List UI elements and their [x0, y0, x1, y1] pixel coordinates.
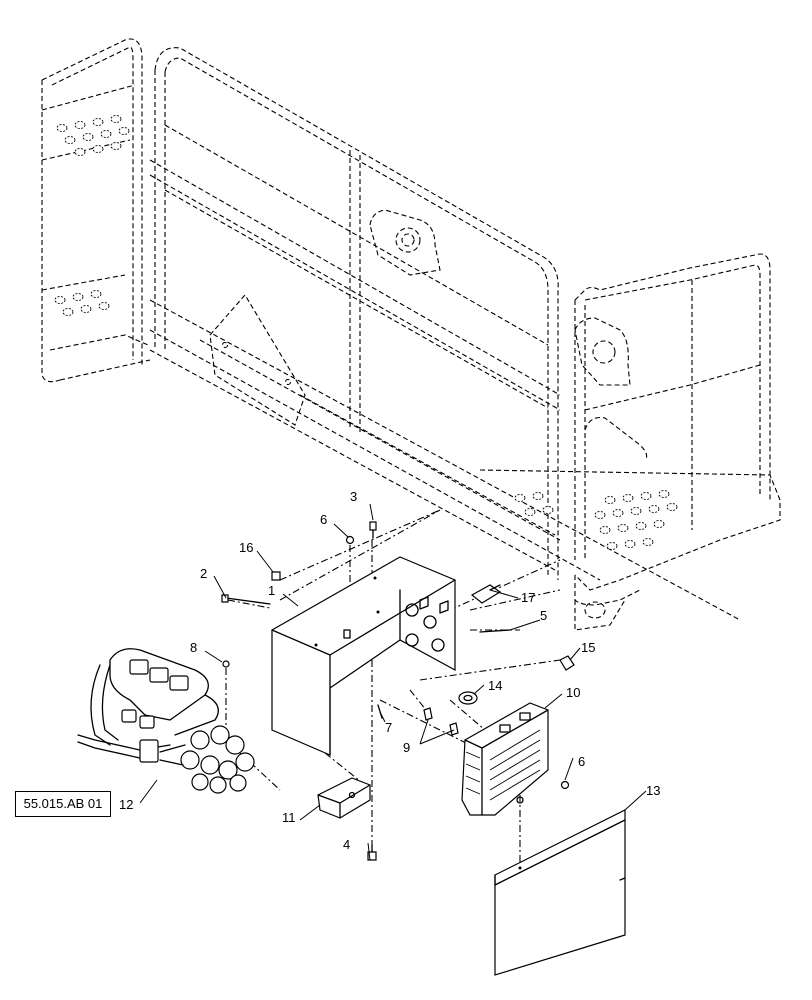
part-13-cover	[494, 809, 626, 976]
callout-7: 7	[385, 720, 392, 735]
callout-5: 5	[540, 608, 547, 623]
callout-6-upper: 6	[320, 512, 327, 527]
reference-link-button[interactable]: 55.015.AB 01	[15, 791, 111, 817]
callout-13: 13	[646, 783, 660, 798]
platform-assembly	[41, 38, 781, 631]
callout-8: 8	[190, 640, 197, 655]
part-12-harness	[77, 648, 255, 794]
callout-1: 1	[268, 583, 275, 598]
callout-labels: 1 2 3 4 5 6 6 7 8 9 10 11 12 13 14 15 16…	[119, 489, 660, 852]
step-perforations-lower	[54, 290, 110, 316]
leader-lines	[139, 503, 647, 861]
callout-10: 10	[566, 685, 580, 700]
callout-3: 3	[350, 489, 357, 504]
part-11-small-bracket	[317, 777, 371, 819]
callout-11: 11	[282, 810, 296, 825]
step-perforations-upper	[56, 115, 130, 156]
part-1-bracket	[271, 556, 456, 756]
callout-15: 15	[581, 640, 595, 655]
part-10-controller	[461, 702, 549, 816]
hardware-items	[221, 521, 575, 861]
callout-16: 16	[239, 540, 253, 555]
callout-6-lower: 6	[578, 754, 585, 769]
callout-17: 17	[521, 590, 535, 605]
deck-perforations	[514, 490, 678, 550]
callout-2: 2	[200, 566, 207, 581]
callout-12: 12	[119, 797, 133, 812]
reference-link-label: 55.015.AB 01	[23, 796, 103, 811]
callout-14: 14	[488, 678, 502, 693]
callout-4: 4	[343, 837, 350, 852]
callout-9: 9	[403, 740, 410, 755]
